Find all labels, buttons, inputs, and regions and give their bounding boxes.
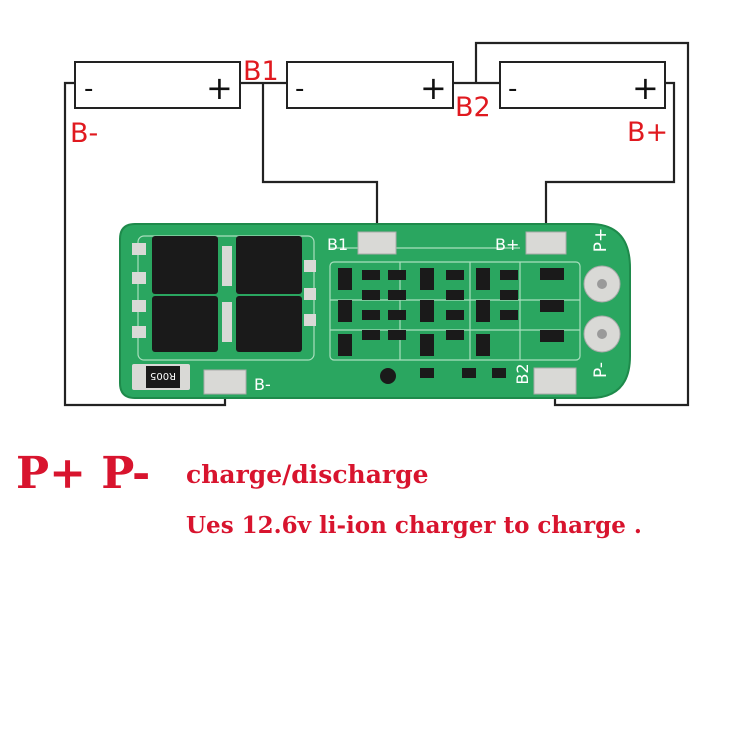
pad-b2 [533, 367, 577, 395]
mosfet-chips [132, 236, 316, 352]
pad-b-minus [203, 369, 247, 395]
node-label-b-plus: B+ [627, 117, 668, 148]
smd-components [338, 268, 564, 384]
resistor-label: R005 [150, 370, 176, 381]
battery-1: - + [74, 61, 241, 109]
node-label-b1: B1 [243, 56, 279, 87]
battery-3: - + [499, 61, 666, 109]
wire-b-minus [63, 81, 227, 407]
battery-1-plus: + [206, 69, 233, 107]
caption-pp: P+ P- [16, 448, 151, 499]
board-label-b2: B2 [513, 363, 532, 384]
battery-1-minus: - [84, 74, 93, 104]
battery-2-plus: + [420, 69, 447, 107]
board-label-p-minus: P- [591, 362, 611, 378]
board-label-b1: B1 [327, 235, 348, 254]
caption-area [0, 438, 750, 750]
wire-b2-top [474, 41, 690, 407]
wiring [63, 41, 690, 407]
battery-3-minus: - [508, 74, 517, 104]
pcb-board: R005 B1 B+ B- B2 P+ P- [119, 223, 631, 399]
board-label-b-minus: B- [254, 375, 271, 394]
pad-b-plus [525, 231, 567, 255]
node-label-b2: B2 [455, 92, 491, 123]
battery-2: - + [286, 61, 454, 109]
battery-3-plus: + [632, 69, 659, 107]
board-label-b-plus: B+ [495, 235, 519, 254]
caption-usage: Ues 12.6v li-ion charger to charge . [186, 512, 642, 539]
board-label-p-plus: P+ [591, 228, 611, 253]
caption-charge-discharge: charge/discharge [186, 460, 429, 489]
battery-2-minus: - [295, 74, 304, 104]
bms-wiring-diagram: - + - + - + B- B1 B2 B+ [63, 41, 690, 407]
wire-b-plus [544, 81, 676, 233]
wire-b1 [261, 83, 379, 233]
node-label-b-minus: B- [70, 118, 98, 149]
pad-b1 [357, 231, 397, 255]
